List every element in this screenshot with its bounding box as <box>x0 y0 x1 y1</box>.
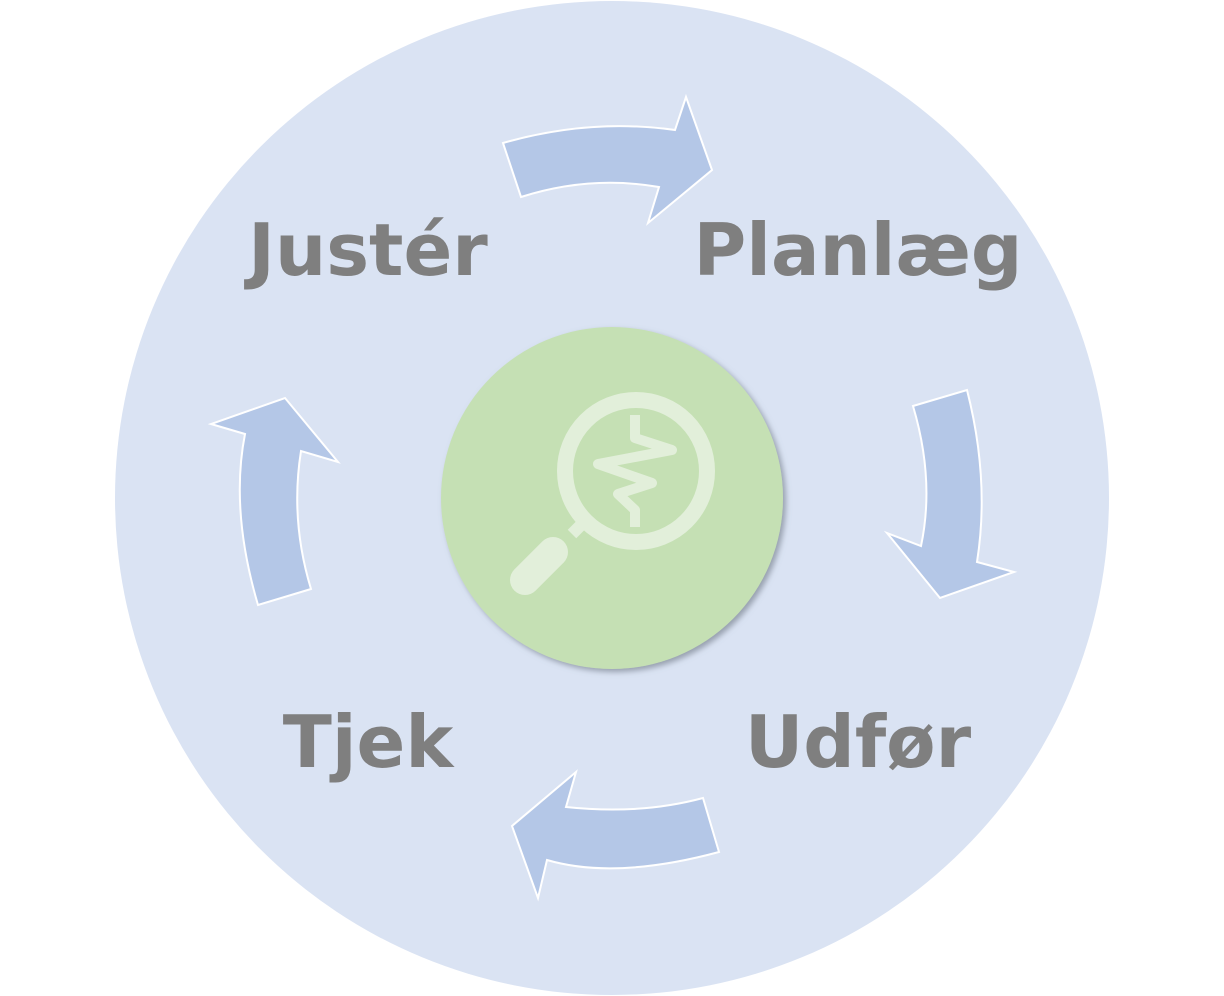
step-label-tjek: Tjek <box>283 700 456 784</box>
arrow-planlaeg-to-udfor <box>883 388 1018 600</box>
arrow-juster-to-planlaeg <box>501 93 714 226</box>
center-circle <box>441 327 783 669</box>
step-label-juster: Justér <box>243 208 488 292</box>
step-label-udfor: Udfør <box>745 700 972 784</box>
arrow-tjek-to-juster <box>207 396 341 607</box>
arrow-udfor-to-tjek <box>510 769 721 902</box>
magnifier-waveform-icon <box>510 392 715 595</box>
step-label-planlaeg: Planlæg <box>694 208 1023 292</box>
